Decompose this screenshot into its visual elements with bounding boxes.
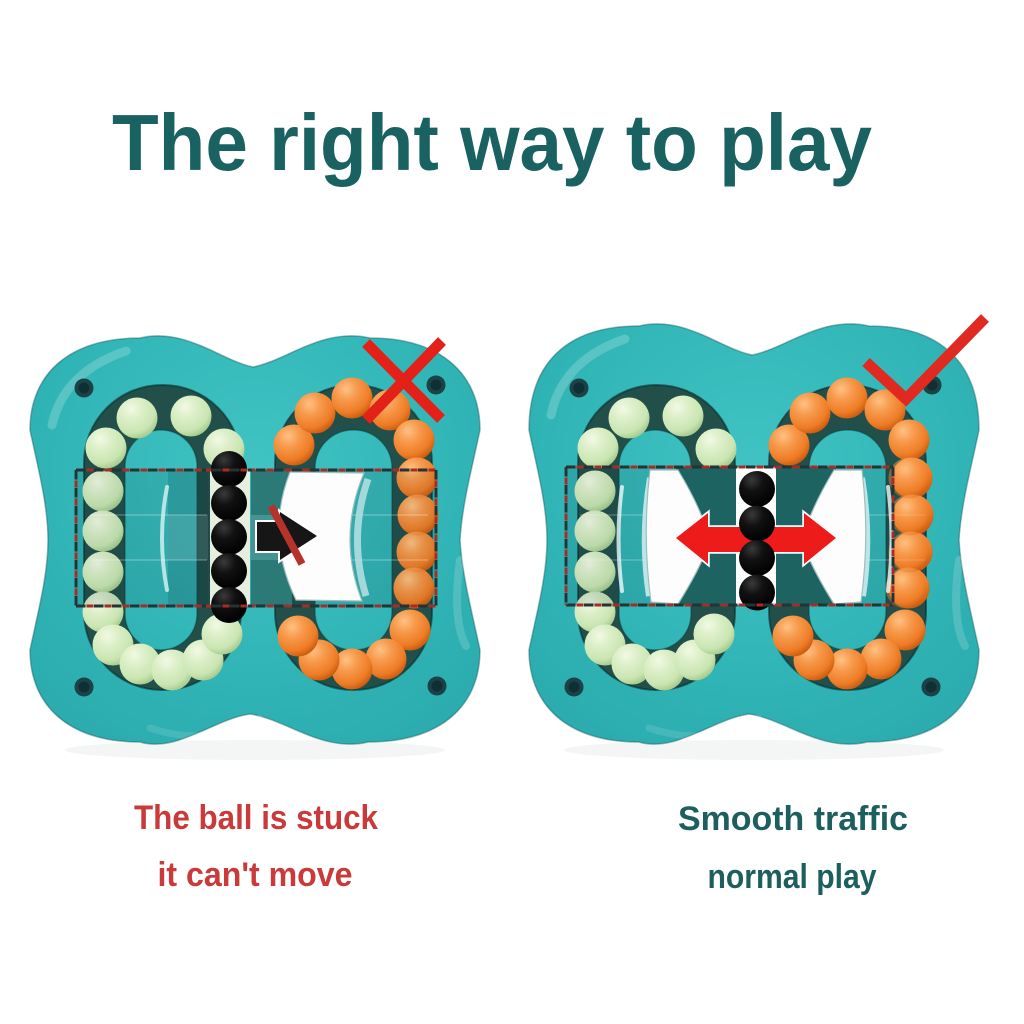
svg-text:Smooth traffic: Smooth traffic <box>678 800 908 838</box>
svg-text:normal play: normal play <box>708 858 877 896</box>
svg-text:The right way to play: The right way to play <box>112 98 872 187</box>
svg-text:The ball is stuck: The ball is stuck <box>134 799 378 837</box>
svg-text:it can't move: it can't move <box>158 856 353 894</box>
